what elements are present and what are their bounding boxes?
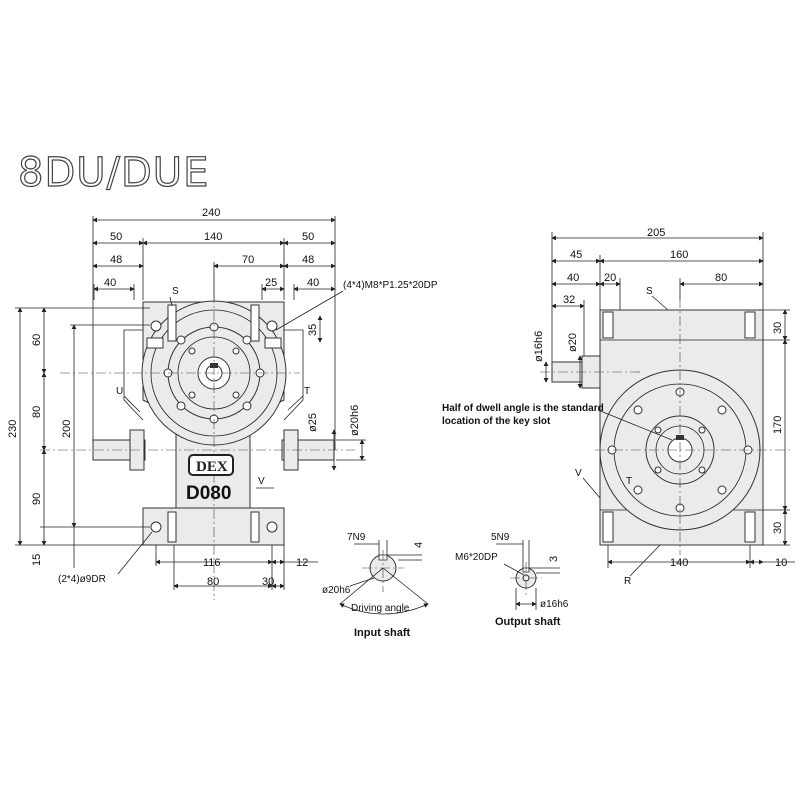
face-t-front: T — [304, 386, 310, 397]
side-view: 205 45 160 40 20 80 32 — [442, 227, 795, 587]
dim-15: 15 — [31, 554, 43, 566]
hole-note-front: (2*4)ø9DR — [58, 574, 106, 585]
dim-40-side: 40 — [567, 272, 579, 284]
dim-240: 240 — [202, 207, 220, 219]
output-shaft-detail: 5N9 M6*20DP 3 ø16h6 Output shaft — [455, 532, 569, 628]
input-key-width: 7N9 — [347, 532, 366, 543]
driving-angle-label: Driving angle — [351, 603, 410, 614]
output-key-depth: 3 — [548, 556, 560, 562]
dim-116: 116 — [203, 557, 221, 569]
dim-80-bottom: 80 — [207, 576, 219, 588]
dim-dia-16h6-side: ø16h6 — [533, 331, 545, 362]
output-diameter: ø16h6 — [540, 599, 569, 610]
face-r-side: R — [624, 576, 631, 587]
input-key-depth: 4 — [413, 542, 425, 548]
face-s-front: S — [172, 286, 179, 297]
dim-48-left: 48 — [110, 254, 122, 266]
dim-dia-20-side: ø20 — [567, 333, 579, 352]
dim-205: 205 — [647, 227, 665, 239]
face-u-front: U — [116, 386, 123, 397]
front-view: 240 50 140 50 48 70 48 40 25 40 — [7, 207, 438, 600]
face-v-front: V — [258, 476, 265, 487]
dim-40-left: 40 — [104, 277, 116, 289]
output-shaft-caption: Output shaft — [495, 616, 561, 628]
dim-30-side-bottom: 30 — [772, 522, 784, 534]
drawing-title: 8DU/DUE — [18, 150, 209, 196]
dim-30-side-top: 30 — [772, 322, 784, 334]
dim-80: 80 — [31, 406, 43, 418]
dim-25: 25 — [265, 277, 277, 289]
dim-48-right: 48 — [302, 254, 314, 266]
input-diameter: ø20h6 — [322, 585, 351, 596]
dim-230: 230 — [7, 420, 19, 438]
dim-45: 45 — [570, 249, 582, 261]
input-shaft-caption: Input shaft — [354, 627, 411, 639]
face-t-side: T — [626, 476, 632, 487]
face-v-side: V — [575, 468, 582, 479]
dim-32: 32 — [563, 294, 575, 306]
output-key-width: 5N9 — [491, 532, 510, 543]
dim-10-side: 10 — [775, 557, 787, 569]
dim-50-left: 50 — [110, 231, 122, 243]
dim-140: 140 — [204, 231, 222, 243]
dim-40-right: 40 — [307, 277, 319, 289]
dim-50-right: 50 — [302, 231, 314, 243]
dim-170: 170 — [772, 416, 784, 434]
face-s-side: S — [646, 286, 653, 297]
dim-60: 60 — [31, 334, 43, 346]
dim-20-side: 20 — [604, 272, 616, 284]
model-label: D080 — [186, 483, 231, 504]
tap-note-front: (4*4)M8*P1.25*20DP — [343, 280, 438, 291]
dim-dia-25: ø25 — [307, 413, 319, 432]
dim-90: 90 — [31, 493, 43, 505]
output-tap: M6*20DP — [455, 552, 498, 563]
dim-80-side: 80 — [715, 272, 727, 284]
dim-dia-20h6: ø20h6 — [349, 405, 361, 436]
dim-200: 200 — [61, 420, 73, 438]
dim-160: 160 — [670, 249, 688, 261]
key-slot-note-line1: Half of dwell angle is the standard — [442, 403, 604, 414]
dex-logo: DEX — [196, 459, 228, 475]
dim-35: 35 — [307, 324, 319, 336]
dim-30-bottom: 30 — [262, 576, 274, 588]
dim-70: 70 — [242, 254, 254, 266]
dim-12: 12 — [296, 557, 308, 569]
key-slot-note-line2: location of the key slot — [442, 416, 551, 427]
input-shaft-detail: 7N9 4 ø20h6 Driving angle Input shaft — [322, 532, 429, 639]
dim-140-side: 140 — [670, 557, 688, 569]
